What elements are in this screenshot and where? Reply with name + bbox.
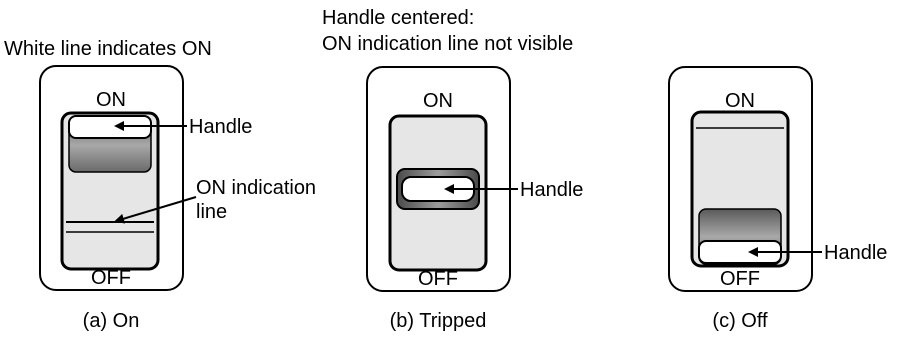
line-label-1: ON indication — [196, 177, 316, 199]
handle-label: Handle — [520, 179, 583, 201]
caption-tripped: (b) Tripped — [390, 310, 487, 332]
handle-label: Handle — [824, 242, 887, 264]
line-label-2: line — [196, 201, 227, 223]
caption-off: (c) Off — [712, 310, 768, 332]
on-note: White line indicates ON — [4, 38, 212, 60]
on-label: ON — [96, 89, 126, 111]
panel-on: White line indicates ON ON OFF Handle ON… — [4, 38, 316, 332]
tripped-note-line-1: Handle centered: — [322, 7, 474, 29]
handle-label: Handle — [189, 116, 252, 138]
off-label: OFF — [720, 268, 760, 290]
panel-tripped: Handle centered: ON indication line not … — [322, 7, 583, 332]
caption-on: (a) On — [83, 310, 140, 332]
off-label: OFF — [418, 268, 458, 290]
off-label: OFF — [91, 267, 131, 289]
on-label: ON — [725, 90, 755, 112]
panel-off: ON OFF Handle (c) Off — [668, 66, 887, 332]
line-arrow — [114, 196, 197, 224]
tripped-note-line-2: ON indication line not visible — [322, 33, 573, 55]
on-label: ON — [423, 90, 453, 112]
